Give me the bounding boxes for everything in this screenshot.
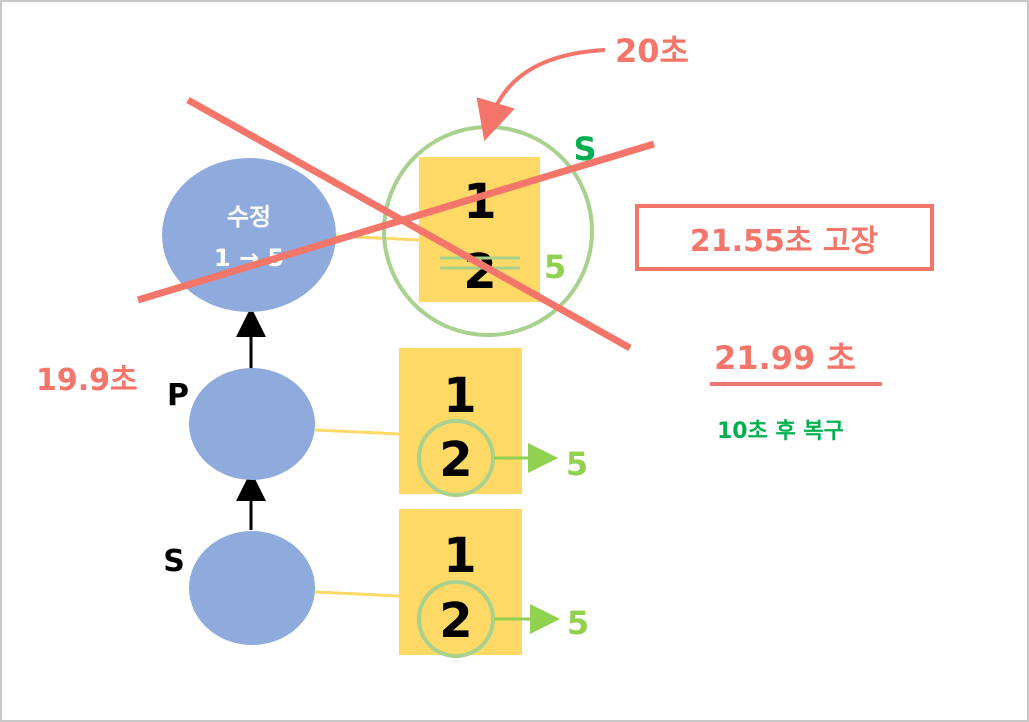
time-20-arrow [476, 48, 606, 142]
time-19-9: 19.9초 [36, 363, 138, 398]
primary-label: P [167, 378, 189, 413]
secondary-node [189, 531, 315, 645]
primary-node [189, 368, 315, 480]
record-top-role: S [573, 130, 596, 168]
connector-secondary [314, 590, 401, 598]
connector-primary [314, 428, 401, 436]
record-primary-new-value: 5 [566, 445, 588, 483]
record-primary-row2: 2 [439, 432, 472, 488]
record-secondary-ring [417, 580, 495, 658]
record-secondary-row1: 1 [443, 528, 476, 584]
recover-note: 10초 후 복구 [717, 419, 844, 444]
failure-box [635, 204, 934, 271]
time-21-99: 21.99 초 [714, 339, 856, 377]
record-secondary-new-value: 5 [567, 604, 589, 642]
modify-node [162, 158, 336, 312]
time-20: 20초 [615, 32, 689, 70]
secondary-label: S [163, 544, 185, 579]
crash-x-line-2 [136, 140, 656, 304]
record-primary-row1: 1 [443, 368, 476, 424]
record-top-new-value: 5 [544, 248, 566, 286]
modify-node-title: 수정 [227, 203, 271, 231]
time-21-55-failure: 21.55초 고장 [690, 224, 879, 259]
record-primary-ring [417, 419, 495, 497]
record-secondary-row2: 2 [439, 593, 472, 649]
crash-x-line-1 [186, 96, 632, 352]
